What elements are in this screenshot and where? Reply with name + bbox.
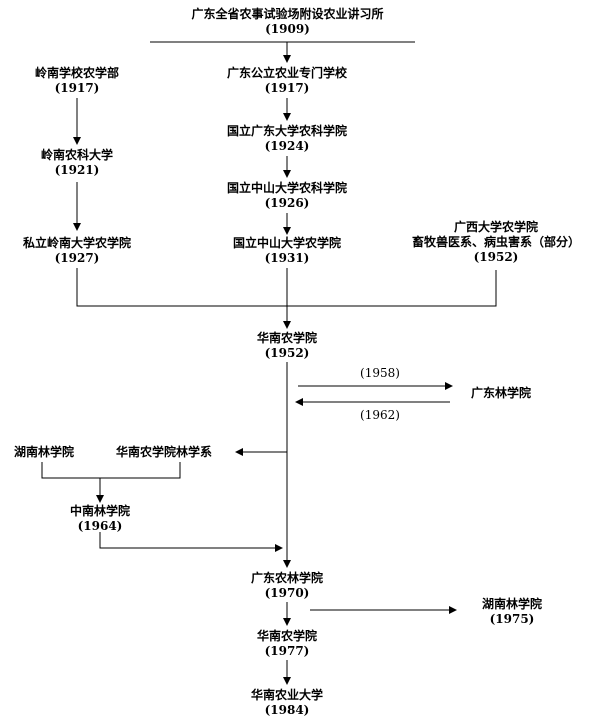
node-year: (1909) [265, 22, 310, 36]
node-name: 华南农学院 [256, 629, 317, 643]
label-1962: (1962) [360, 408, 400, 422]
node-name: 私立岭南大学农学院 [22, 236, 131, 250]
edge-cs-to-gd-agri-forest [99, 532, 283, 552]
node-name: 华南农学院林学系 [115, 445, 212, 459]
node-name: 广东农林学院 [250, 571, 323, 585]
node-name: 湖南林学院 [13, 445, 74, 459]
node-lingnan-dept: 岭南学校农学部 (1917) [17, 66, 137, 96]
node-name: 广东林学院 [470, 386, 531, 400]
node-year: (1931) [264, 251, 310, 265]
node-line1: 广西大学农学院 [453, 220, 538, 234]
node-name: 广东全省农事试验场附设农业讲习所 [191, 7, 384, 21]
node-year: (1975) [489, 612, 535, 626]
node-scau-forestry-dept: 华南农学院林学系 [94, 445, 234, 460]
node-year: (1917) [54, 81, 100, 95]
node-year: (1917) [264, 81, 310, 95]
node-name: 中南林学院 [69, 504, 130, 518]
node-year: (1977) [264, 644, 310, 658]
node-year: (1984) [264, 703, 310, 717]
node-year: (1952) [264, 346, 310, 360]
node-name: 国立中山大学农科学院 [226, 181, 347, 195]
node-name: 岭南学校农学部 [34, 66, 119, 80]
node-year: (1926) [264, 196, 310, 210]
node-private-lingnan: 私立岭南大学农学院 (1927) [2, 236, 152, 266]
node-year: (1927) [54, 251, 100, 265]
node-gd-forestry: 广东林学院 [456, 386, 546, 401]
node-zs-1926: 国立中山大学农科学院 (1926) [207, 181, 367, 211]
node-name: 国立广东大学农科学院 [226, 124, 347, 138]
node-year: (1952) [473, 250, 519, 264]
node-year: (1964) [77, 519, 123, 533]
node-year: (1924) [264, 139, 310, 153]
node-gd-univ: 国立广东大学农科学院 (1924) [207, 124, 367, 154]
node-central-south: 中南林学院 (1964) [55, 504, 145, 534]
node-station: 广东全省农事试验场附设农业讲习所 (1909) [140, 7, 435, 37]
node-gd-agri-forest: 广东农林学院 (1970) [232, 571, 342, 601]
node-year: (1970) [264, 586, 310, 600]
node-zs-1931: 国立中山大学农学院 (1931) [212, 236, 362, 266]
node-name: 国立中山大学农学院 [232, 236, 341, 250]
node-name: 华南农学院 [256, 331, 317, 345]
node-name: 广东公立农业专门学校 [226, 66, 347, 80]
node-hunan-forestry: 湖南林学院 [4, 445, 84, 460]
node-scau-1952: 华南农学院 (1952) [237, 331, 337, 361]
node-year: (1921) [54, 163, 100, 177]
node-scau-1984: 华南农业大学 (1984) [222, 688, 352, 718]
node-gd-public: 广东公立农业专门学校 (1917) [207, 66, 367, 96]
node-line2: 畜牧兽医系、病虫害系（部分） [411, 235, 580, 249]
node-guangxi: 广西大学农学院 畜牧兽医系、病虫害系（部分） (1952) [392, 220, 600, 265]
cs-merge-bracket [41, 462, 181, 479]
label-1958: (1958) [360, 366, 400, 380]
node-name: 岭南农科大学 [40, 148, 113, 162]
node-lingnan-college: 岭南农科大学 (1921) [27, 148, 127, 178]
node-scau-1977: 华南农学院 (1977) [237, 629, 337, 659]
node-name: 华南农业大学 [250, 688, 323, 702]
node-hunan-forestry-1975: 湖南林学院 (1975) [462, 597, 562, 627]
node-name: 湖南林学院 [481, 597, 542, 611]
